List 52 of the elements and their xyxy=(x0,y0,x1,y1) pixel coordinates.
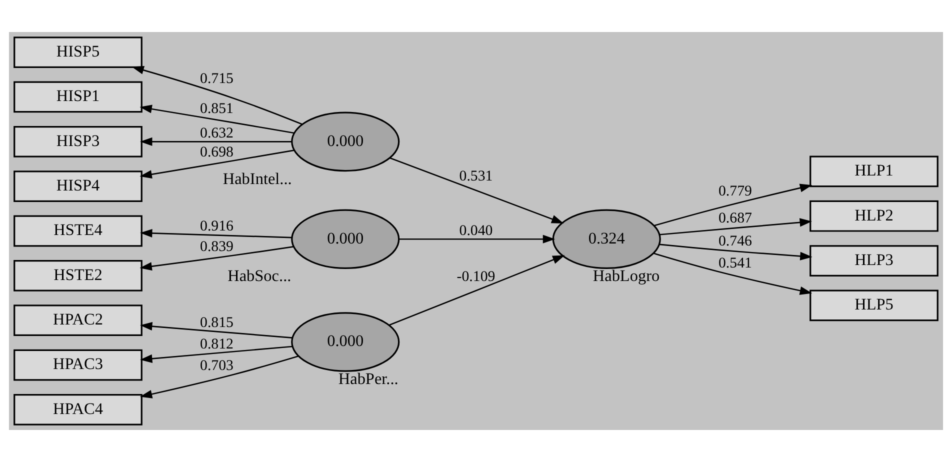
node-ellipse: 0.000 xyxy=(291,209,400,270)
arrow xyxy=(140,246,294,271)
edge-label: 0.779 xyxy=(718,184,752,200)
node-label: HabSoc... xyxy=(228,267,292,286)
arrow xyxy=(140,356,298,398)
node-box: HSTE2 xyxy=(14,260,142,292)
node-box: HISP3 xyxy=(14,126,142,158)
node-box: HPAC3 xyxy=(14,349,142,381)
node-box: HLP1 xyxy=(810,156,938,188)
arrow xyxy=(140,137,292,146)
node-box: HPAC4 xyxy=(14,394,142,426)
arrow xyxy=(140,150,294,179)
node-label: HabIntel... xyxy=(222,170,292,188)
edge-label: -0.109 xyxy=(456,268,496,285)
arrow xyxy=(389,255,565,326)
node-label: HabLogro xyxy=(592,267,660,286)
edge-label: 0.851 xyxy=(200,100,234,117)
node-box: HPAC2 xyxy=(14,304,142,336)
node-box: HISP5 xyxy=(14,36,142,68)
arrow xyxy=(653,252,812,295)
edge-label: 0.703 xyxy=(200,358,234,374)
edge-label: 0.541 xyxy=(718,255,752,272)
edge-label: 0.687 xyxy=(718,210,752,227)
edge-label: 0.812 xyxy=(200,336,234,353)
edge-label: 0.632 xyxy=(200,125,234,142)
arrow xyxy=(140,346,292,363)
node-box: HLP2 xyxy=(810,200,938,232)
arrow xyxy=(390,157,564,224)
arrow xyxy=(660,218,812,236)
edge-label: 0.746 xyxy=(718,234,752,250)
node-ellipse: 0.000 xyxy=(291,112,400,172)
edge-label: 0.916 xyxy=(200,218,234,235)
edge-label: 0.040 xyxy=(459,222,493,239)
edge-label: 0.531 xyxy=(459,168,493,185)
arrow xyxy=(660,244,812,260)
edge-label: 0.815 xyxy=(200,314,234,331)
node-label: HabPer... xyxy=(338,370,398,388)
node-box: HSTE4 xyxy=(14,215,142,247)
arrow xyxy=(140,322,292,338)
node-box: HISP1 xyxy=(14,81,142,113)
edge-label: 0.698 xyxy=(200,144,234,160)
arrow xyxy=(140,104,294,134)
node-box: HLP3 xyxy=(810,245,938,276)
arrow xyxy=(132,66,302,125)
edge-label: 0.715 xyxy=(200,71,234,88)
edge-label: 0.839 xyxy=(200,239,234,256)
arrow xyxy=(399,234,556,244)
node-box: HLP5 xyxy=(810,290,938,322)
arrow xyxy=(654,184,812,226)
node-box: HISP4 xyxy=(14,170,142,202)
arrow xyxy=(140,228,292,238)
node-ellipse: 0.000 xyxy=(291,312,400,372)
